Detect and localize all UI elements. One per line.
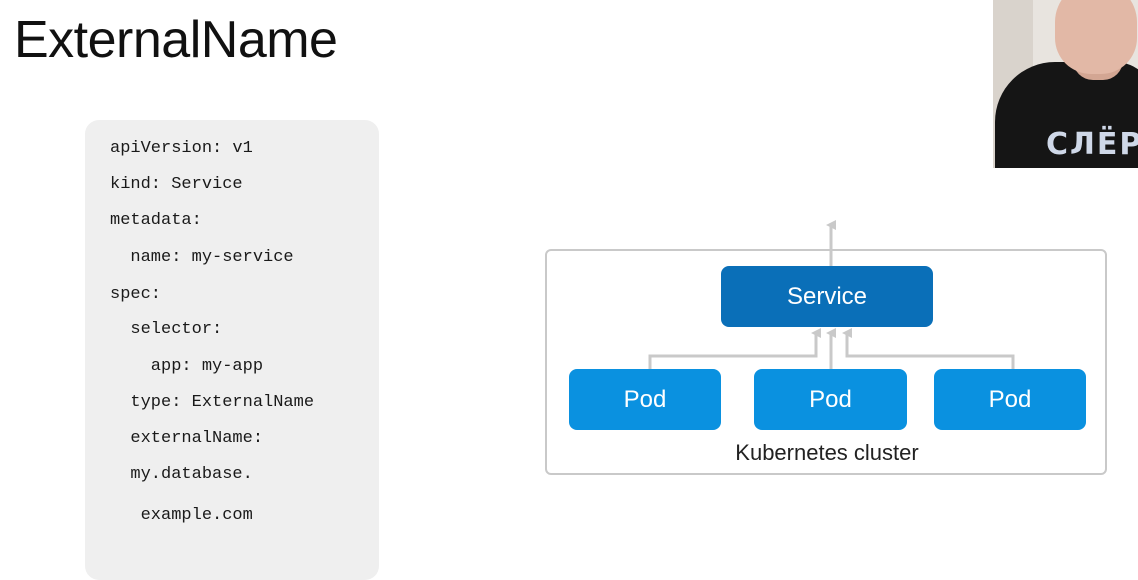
slide-title: ExternalName (14, 11, 338, 69)
code-line: example.com (110, 506, 253, 525)
cluster-label: Kubernetes cluster (735, 440, 919, 465)
pod-node: Pod (754, 369, 907, 430)
code-line: externalName: (110, 429, 264, 448)
code-line: my.database. (110, 465, 253, 484)
pod-node: Pod (934, 369, 1086, 430)
code-line: type: ExternalName (110, 393, 315, 412)
yaml-code-panel (85, 120, 379, 580)
presenter-webcam: СЛЁР (993, 0, 1138, 168)
code-line: apiVersion: v1 (110, 139, 253, 158)
diagram-connectors (648, 220, 1015, 369)
pod-node: Pod (569, 369, 721, 430)
code-line: selector: (110, 320, 223, 339)
code-line: name: my-service (110, 248, 294, 267)
service-node: Service (721, 266, 933, 327)
kubernetes-cluster-box (545, 249, 1107, 475)
shirt-logo: СЛЁР (1046, 127, 1138, 162)
code-line: kind: Service (110, 175, 243, 194)
pod3-arrow (842, 328, 1015, 369)
pod1-arrow (648, 328, 821, 369)
code-line: app: my-app (110, 357, 264, 376)
code-line: spec: (110, 285, 162, 304)
code-line: metadata: (110, 211, 202, 230)
